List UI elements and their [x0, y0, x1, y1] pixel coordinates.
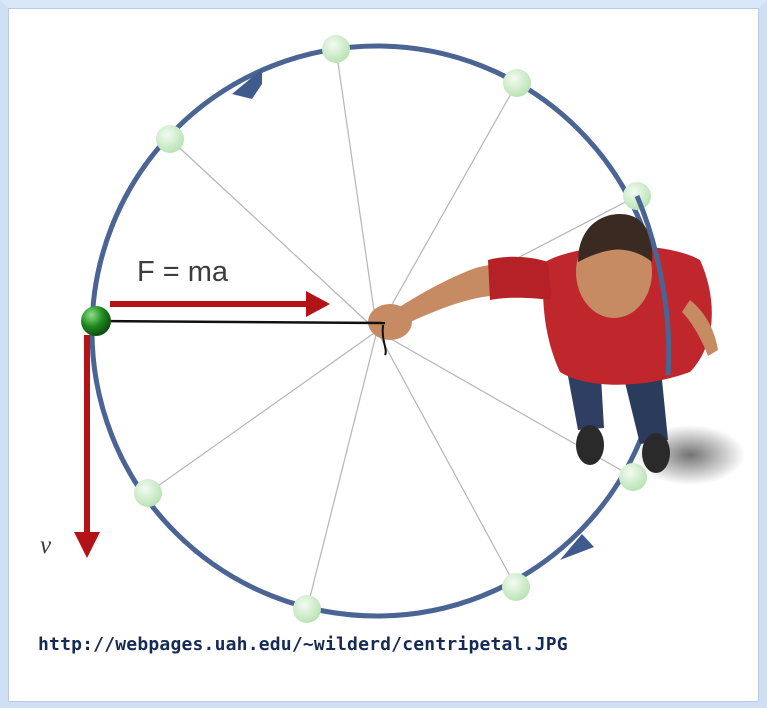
orbit-arrow-bottom — [560, 534, 594, 560]
orbit-arrow-top — [232, 69, 262, 99]
person-figure — [368, 195, 745, 485]
ghost-balls — [134, 35, 651, 623]
force-equation-label: F = ma — [137, 256, 229, 288]
ball — [81, 306, 111, 336]
source-url-caption: http://webpages.uah.edu/~wilderd/centrip… — [38, 634, 568, 655]
velocity-label: v — [40, 532, 52, 559]
string-knot — [381, 324, 387, 356]
string-line — [95, 319, 386, 325]
force-arrow — [110, 291, 330, 317]
velocity-arrow — [74, 335, 100, 558]
